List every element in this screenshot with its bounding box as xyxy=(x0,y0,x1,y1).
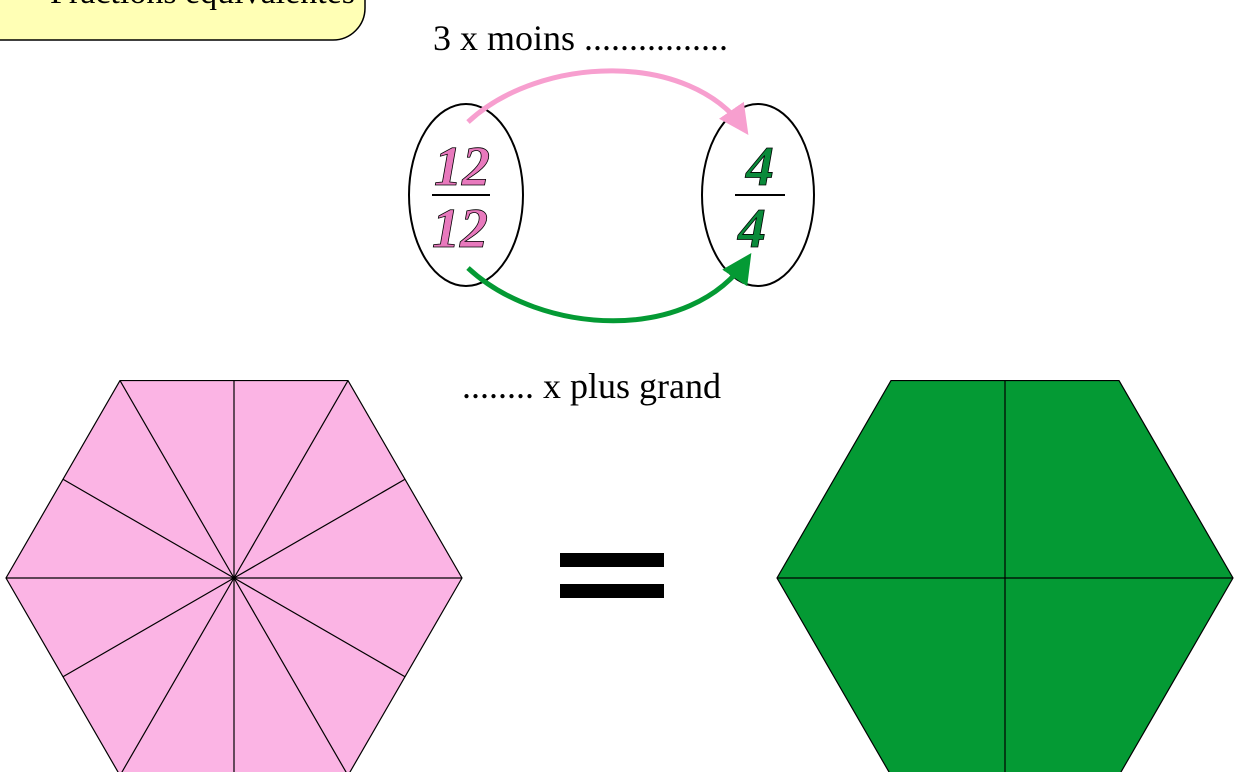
left-fraction-oval xyxy=(408,103,524,287)
pink-hexagon-spoke xyxy=(233,577,347,772)
right-fraction-oval xyxy=(701,103,815,287)
title-banner xyxy=(0,0,366,41)
green-arrow xyxy=(466,253,752,324)
pink-hexagon-spoke xyxy=(233,478,406,579)
pink-hexagon-spoke xyxy=(121,577,235,772)
green-hexagon-4-parts xyxy=(776,379,1234,772)
top-caption: 3 x moins ................ xyxy=(433,18,728,58)
title-banner-text: Fractions équivalentes xyxy=(50,0,355,11)
right-numerator: 4 xyxy=(745,136,774,198)
pink-hexagon-spoke xyxy=(233,577,406,678)
pink-hexagon-spoke xyxy=(62,478,235,579)
pink-hexagon-spoke xyxy=(233,380,349,579)
pink-hexagon-12-parts xyxy=(5,379,463,772)
right-denominator: 4 xyxy=(737,198,766,260)
bottom-caption: ........ x plus grand xyxy=(462,366,721,406)
pink-hexagon-spoke xyxy=(62,577,235,678)
left-numerator: 12 xyxy=(434,136,490,198)
pink-hexagon-spoke xyxy=(119,380,235,579)
pink-arrow xyxy=(466,68,749,135)
left-denominator: 12 xyxy=(432,198,488,260)
equals-sign xyxy=(560,553,664,598)
